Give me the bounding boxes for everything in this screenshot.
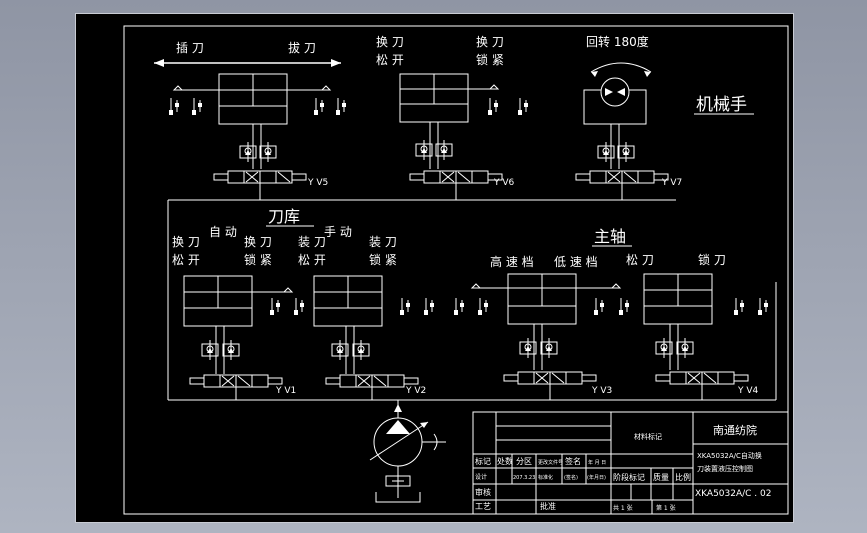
- magazine-section: 刀库 自 动 手 动 换 刀 松 开 换 刀 锁 紧 装 刀 松 开 装 刀 锁…: [172, 207, 435, 400]
- drawing-border: [123, 25, 789, 515]
- pump-unit: [369, 400, 446, 503]
- label-tc-lock-2: 锁 紧: [476, 52, 504, 67]
- label-s-lock: 锁 刀: [698, 252, 726, 267]
- top-valves: Y V5 Y V6: [213, 122, 682, 188]
- valve-yv7: Y V7: [661, 178, 682, 188]
- valve-yv6: Y V6: [493, 178, 515, 188]
- label-tc-release-2: 松 开: [376, 53, 404, 67]
- label-rotate: 回转 180度: [586, 34, 649, 49]
- rotary-actuator: 回转 180度 机械手: [583, 34, 754, 125]
- label-tc-lock-1: 换 刀: [476, 35, 504, 49]
- label-pull: 拔 刀: [288, 40, 316, 55]
- tb-title-line2: 刀装置液压控制图: [697, 464, 753, 473]
- tb-process-label: 工艺: [475, 502, 491, 511]
- tb-material: 材料标记: [634, 432, 662, 441]
- insert-pull-cylinder: 插 刀 拔 刀: [154, 40, 347, 125]
- tb-count-label: 处数: [497, 456, 513, 466]
- label-tc-release-1: 换 刀: [376, 35, 404, 49]
- tb-stage-label: 阶段标记: [613, 472, 645, 482]
- label-high-speed: 高 速 档: [490, 254, 534, 269]
- tb-date-label: 年 月 日: [588, 459, 606, 466]
- tb-weight-label: 质量: [653, 472, 669, 482]
- label-low-speed: 低 速 档: [554, 255, 598, 269]
- label-spindle: 主轴: [594, 227, 626, 246]
- drawing-sheet: 插 刀 拔 刀 换 刀 松 开: [75, 13, 794, 523]
- label-m-load-1: 装 刀: [298, 235, 326, 249]
- tb-sheet-total: 共 1 张: [613, 504, 633, 512]
- tb-design-label: 设计: [475, 473, 487, 481]
- tb-org: 南通纺院: [713, 423, 757, 437]
- tb-review-label: 审核: [475, 487, 491, 497]
- tb-zone-label: 分区: [516, 457, 532, 466]
- label-m-change-2: 松 开: [172, 253, 200, 267]
- label-m-change-lock-1: 换 刀: [244, 235, 272, 249]
- tb-designer: 207.3.23: [513, 475, 535, 481]
- tool-change-cylinder: 换 刀 松 开 换 刀 锁 紧: [376, 35, 529, 123]
- label-m-change-1: 换 刀: [172, 235, 200, 249]
- tb-scale-label: 比例: [675, 472, 691, 482]
- hydraulic-schematic: 插 刀 拔 刀 换 刀 松 开: [123, 25, 789, 515]
- tb-title-line1: XKA5032A/C自动换: [697, 451, 762, 460]
- tb-drawing-no: XKA5032A/C . 02: [695, 489, 771, 499]
- tb-std-sign: (签名): [564, 474, 578, 481]
- label-m-load-lock-2: 锁 紧: [369, 252, 397, 267]
- tb-approve-label: 批准: [540, 501, 556, 511]
- label-s-release: 松 刀: [626, 253, 654, 267]
- title-block: 材料标记 南通纺院 XKA5032A/C自动换 刀装置液压控制图 XKA5032…: [472, 411, 789, 515]
- valve-yv5: Y V5: [307, 178, 328, 188]
- spindle-section: 主轴 高 速 档 低 速 档 松 刀 锁 刀: [453, 227, 769, 400]
- label-m-load-lock-1: 装 刀: [369, 235, 397, 249]
- valve-yv4: Y V4: [737, 386, 759, 396]
- tb-sign-label: 签名: [565, 456, 581, 466]
- tb-mark-label: 标记: [475, 456, 491, 466]
- tb-sheet-no: 第 1 张: [656, 504, 676, 512]
- label-m-change-lock-2: 锁 紧: [244, 252, 272, 267]
- label-insert: 插 刀: [176, 41, 204, 55]
- label-magazine: 刀库: [268, 207, 300, 226]
- tb-standard-label: 标准化: [538, 474, 553, 481]
- tb-change-doc-label: 更改文件号: [538, 459, 563, 466]
- label-auto: 自 动: [209, 225, 237, 239]
- label-arm: 机械手: [696, 95, 747, 115]
- valve-yv3: Y V3: [591, 386, 612, 396]
- label-manual: 手 动: [324, 225, 352, 239]
- label-m-load-2: 松 开: [298, 253, 326, 267]
- valve-yv1: Y V1: [275, 386, 296, 396]
- tb-date-sign: (年月日): [587, 474, 606, 481]
- valve-yv2: Y V2: [405, 386, 426, 396]
